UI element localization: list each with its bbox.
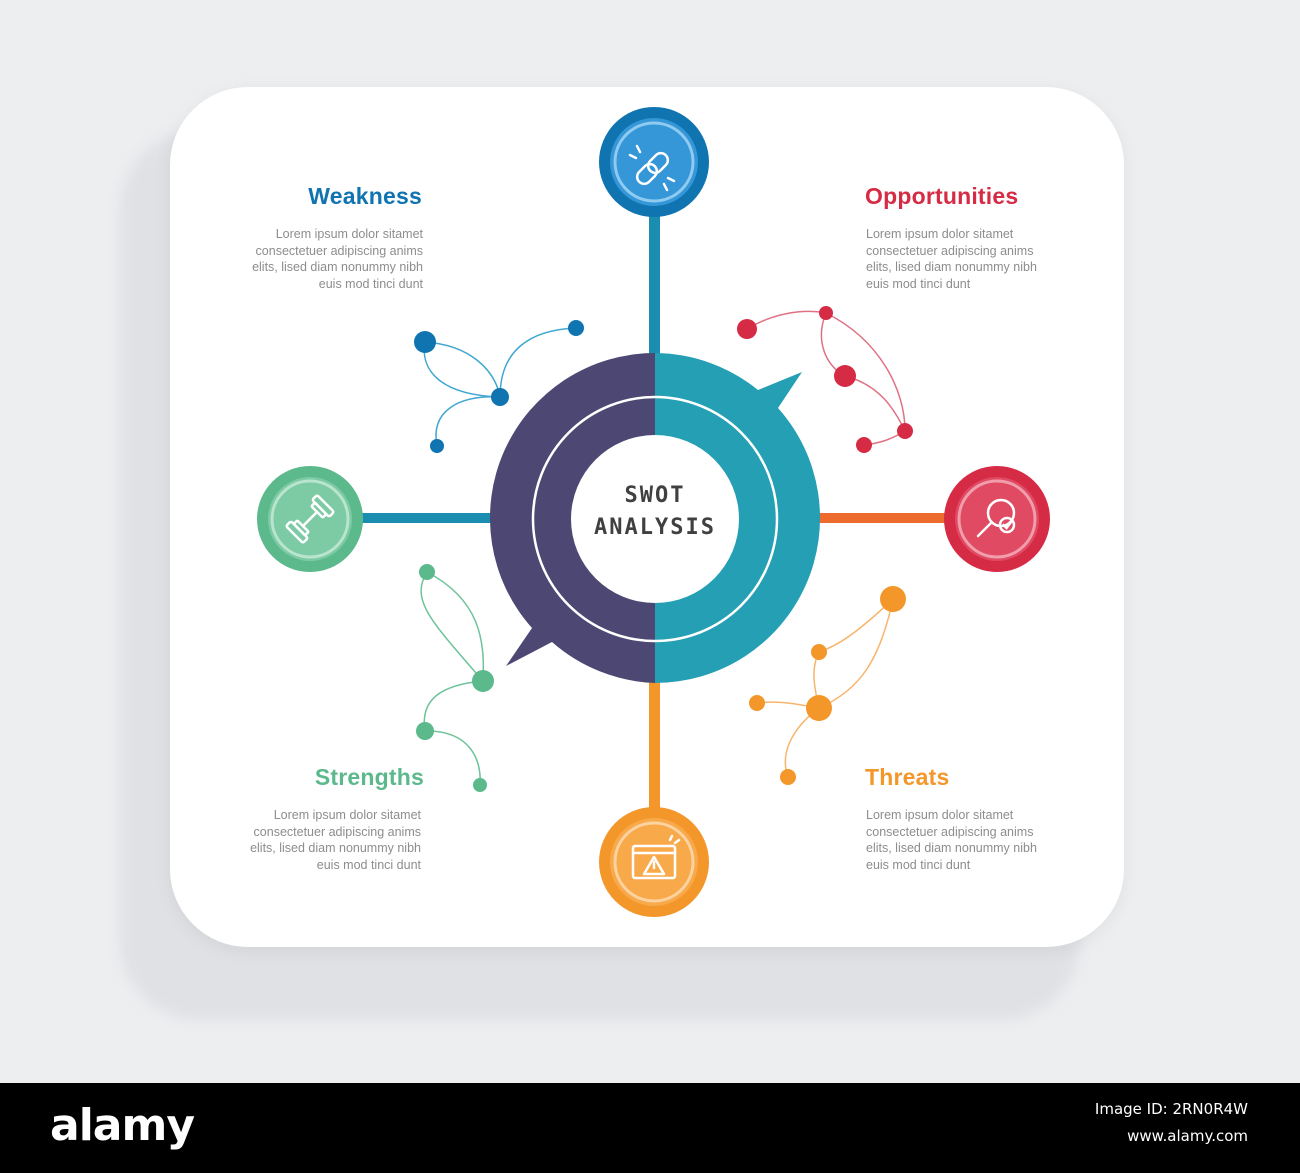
weakness-icon-badge [599, 107, 709, 217]
weakness-description-line: Lorem ipsum dolor sitamet [275, 227, 423, 241]
strengths-description-line: Lorem ipsum dolor sitamet [273, 808, 421, 822]
opportunities-description-line: consectetuer adipiscing anims [866, 243, 1034, 258]
threats-description-line: euis mod tinci dunt [866, 857, 971, 872]
dumbbell-icon [285, 494, 335, 544]
magnifier-check-icon [976, 498, 1016, 538]
threats-description: Lorem ipsum dolor sitamet consectetuer a… [866, 807, 1076, 873]
brand-logo: alamy [50, 1100, 195, 1151]
opportunities-description-line: elits, lised diam nonummy nibh [866, 260, 1037, 274]
top-connector-line [649, 205, 660, 365]
website-label: www.alamy.com [1127, 1127, 1248, 1145]
strengths-description-line: elits, lised diam nonummy nibh [250, 841, 421, 855]
opportunities-icon-badge [944, 466, 1050, 572]
threats-title: Threats [865, 764, 950, 790]
strengths-description-line: consectetuer adipiscing anims [253, 824, 421, 839]
warning-window-icon [631, 834, 681, 880]
image-id-label: Image ID: 2RN0R4W [1094, 1100, 1248, 1118]
weakness-description-line: elits, lised diam nonummy nibh [252, 260, 423, 274]
opportunities-title: Opportunities [865, 183, 1019, 209]
weakness-network-nodes [414, 320, 584, 453]
broken-link-icon [628, 144, 676, 192]
center-ring [489, 352, 821, 683]
strengths-description: Lorem ipsum dolor sitamet consectetuer a… [211, 807, 421, 873]
ring-inner-outline [531, 395, 779, 643]
opportunities-description-line: Lorem ipsum dolor sitamet [866, 227, 1014, 241]
strengths-network-nodes [416, 564, 494, 792]
opportunities-description-line: euis mod tinci dunt [866, 276, 971, 291]
strengths-icon-badge [257, 466, 363, 572]
watermark-bar [0, 1083, 1300, 1173]
threats-icon-badge [599, 807, 709, 917]
bottom-connector-line [649, 670, 660, 835]
left-connector-line [310, 513, 505, 523]
center-title-line-1: SWOT [624, 483, 686, 508]
weakness-title: Weakness [308, 183, 422, 209]
weakness-description-line: euis mod tinci dunt [318, 276, 423, 291]
strengths-title: Strengths [314, 764, 424, 790]
threats-description-line: elits, lised diam nonummy nibh [866, 841, 1037, 855]
weakness-description: Lorem ipsum dolor sitamet consectetuer a… [213, 226, 423, 292]
threats-description-line: Lorem ipsum dolor sitamet [866, 808, 1014, 822]
weakness-description-line: consectetuer adipiscing anims [255, 243, 423, 258]
ring-center-disc [571, 435, 739, 603]
threats-description-line: consectetuer adipiscing anims [866, 824, 1034, 839]
right-connector-line [805, 513, 995, 523]
strengths-description-line: euis mod tinci dunt [316, 857, 421, 872]
opportunities-network-nodes [737, 306, 913, 453]
threats-network-nodes [749, 586, 906, 785]
opportunities-description: Lorem ipsum dolor sitamet consectetuer a… [866, 226, 1076, 292]
center-title-line-2: ANALYSIS [594, 515, 716, 540]
